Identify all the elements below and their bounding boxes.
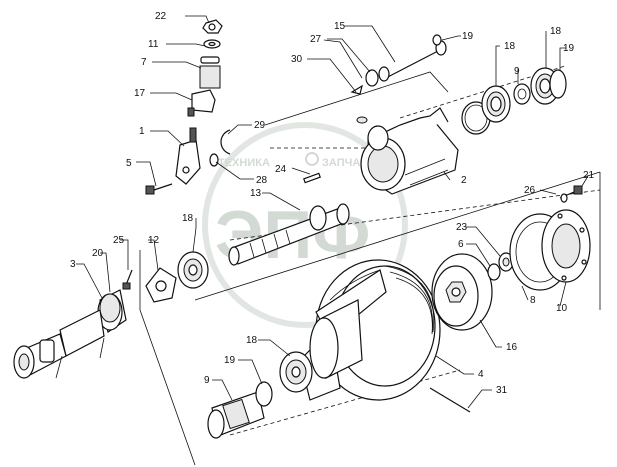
part-flange-shaft — [309, 299, 363, 379]
callout-18-top-left: 18 — [504, 41, 516, 52]
part-bolt-5 — [145, 183, 173, 195]
watermark-text-left: ТЕХНИКА — [218, 157, 270, 169]
leader-lines — [76, 15, 589, 409]
part-nut-22 — [202, 19, 223, 34]
callout-18-bottom: 18 — [246, 335, 258, 346]
callout-6: 6 — [458, 239, 464, 250]
part-valve-body-17 — [187, 89, 216, 117]
callout-18-mid: 18 — [182, 213, 194, 224]
callout-10: 10 — [556, 303, 568, 314]
part-cotter-pin-30 — [350, 84, 363, 95]
callout-20: 20 — [92, 248, 104, 259]
part-disc-16 — [431, 253, 493, 331]
callout-labels: 22 11 7 17 1 5 29 28 15 27 30 19 18 9 18… — [70, 11, 595, 396]
part-key-24 — [303, 172, 321, 184]
callout-19-top-right: 19 — [563, 43, 575, 54]
callout-4: 4 — [478, 369, 484, 380]
part-bearing-18a — [481, 85, 511, 123]
callout-5: 5 — [126, 158, 132, 169]
callout-29: 29 — [254, 120, 266, 131]
callout-7: 7 — [141, 57, 147, 68]
part-ring-9a — [513, 83, 531, 105]
callout-18-top-right: 18 — [550, 26, 562, 37]
part-bearing-18d — [279, 351, 313, 393]
part-seal-19c — [255, 381, 273, 407]
part-seal-19b — [549, 69, 567, 99]
callout-19-top: 19 — [462, 31, 474, 42]
callout-21: 21 — [583, 170, 595, 181]
part-spring-7 — [199, 56, 221, 89]
callout-3: 3 — [70, 259, 76, 270]
callout-23: 23 — [456, 222, 468, 233]
callout-2: 2 — [461, 175, 467, 186]
part-washer-26 — [560, 193, 568, 203]
callout-28: 28 — [256, 175, 268, 186]
part-cover-10 — [541, 209, 591, 283]
part-washer-11 — [203, 39, 221, 49]
callout-12: 12 — [148, 235, 160, 246]
part-bolt-25 — [122, 269, 133, 290]
callout-16: 16 — [506, 342, 518, 353]
callout-31: 31 — [496, 385, 508, 396]
callout-9-bottom: 9 — [204, 375, 210, 386]
part-shaft-13 — [228, 203, 350, 266]
callout-27: 27 — [310, 34, 322, 45]
callout-22: 22 — [155, 11, 167, 22]
part-pin-29 — [220, 129, 231, 155]
callout-24: 24 — [275, 164, 287, 175]
callout-13: 13 — [250, 188, 262, 199]
part-rod-31 — [429, 387, 471, 413]
part-gear-20 — [99, 293, 121, 323]
part-housing-2 — [360, 107, 459, 195]
callout-8: 8 — [530, 295, 536, 306]
assembly-axis-lines — [229, 65, 601, 436]
callout-25: 25 — [113, 235, 125, 246]
part-cap-12 — [145, 267, 177, 303]
part-rod-15 — [381, 34, 447, 81]
callout-17: 17 — [134, 88, 146, 99]
section-frame — [139, 71, 601, 466]
callout-26: 26 — [524, 185, 536, 196]
callout-19-bottom: 19 — [224, 355, 236, 366]
part-washer-28 — [209, 153, 219, 167]
part-washer-6 — [487, 263, 501, 281]
part-bracket-1 — [175, 127, 201, 185]
callout-30: 30 — [291, 54, 303, 65]
part-bearing-18c — [177, 251, 209, 289]
callout-15: 15 — [334, 21, 346, 32]
callout-1: 1 — [139, 126, 145, 137]
part-washers-27 — [365, 66, 390, 87]
part-small-nut — [356, 116, 368, 124]
callout-11: 11 — [148, 39, 159, 50]
callout-9-top: 9 — [514, 66, 520, 77]
part-ring-9b — [207, 391, 265, 439]
